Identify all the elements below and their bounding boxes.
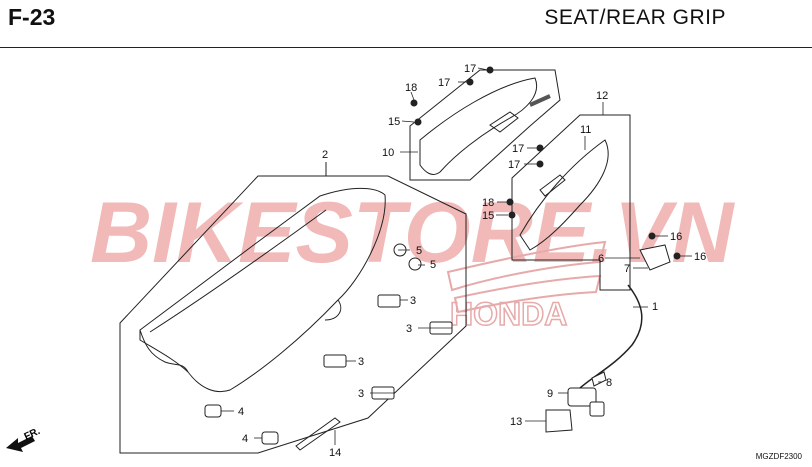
callout-3: 3 — [358, 388, 364, 400]
seat-latch — [639, 232, 681, 271]
callout-6: 6 — [598, 253, 604, 265]
callout-17: 17 — [508, 159, 520, 171]
callout-4: 4 — [242, 433, 248, 445]
callout-17: 17 — [512, 143, 524, 155]
callout-15: 15 — [388, 116, 400, 128]
callout-11: 11 — [580, 124, 591, 136]
seat — [139, 187, 386, 393]
callout-17: 17 — [464, 63, 476, 75]
callout-5: 5 — [430, 259, 436, 271]
callout-17: 17 — [438, 77, 450, 89]
front-label: FR. — [23, 426, 42, 443]
callout-2: 2 — [322, 149, 328, 161]
callouts: 1 2 3 3 3 3 4 4 5 5 6 7 8 9 10 11 12 13 … — [238, 63, 706, 459]
callout-18: 18 — [405, 82, 417, 94]
callout-3: 3 — [358, 356, 364, 368]
seat-cable — [579, 284, 643, 389]
seat-fasteners — [204, 243, 453, 445]
rear-grip-frame — [409, 69, 561, 181]
header-divider — [0, 47, 812, 48]
callout-3: 3 — [406, 323, 412, 335]
callout-13: 13 — [510, 416, 522, 428]
callout-1: 1 — [652, 301, 658, 313]
page-code: F-23 — [8, 4, 56, 30]
callout-5: 5 — [416, 245, 422, 257]
front-direction-indicator: FR. — [6, 426, 42, 452]
seat-strip — [295, 417, 341, 451]
front-arrow-icon — [6, 436, 35, 452]
callout-15: 15 — [482, 210, 494, 222]
seat-frame — [119, 162, 467, 454]
callout-16: 16 — [694, 251, 706, 263]
callout-10: 10 — [382, 147, 394, 159]
leader-lines — [221, 67, 692, 445]
watermark: BIKESTORE.VN HONDA — [90, 185, 735, 333]
page-title: SEAT/REAR GRIP — [544, 6, 726, 29]
callout-8: 8 — [606, 377, 612, 389]
callout-4: 4 — [238, 406, 244, 418]
bolts — [410, 66, 544, 219]
callout-3: 3 — [410, 295, 416, 307]
key-cylinder — [545, 371, 607, 433]
callout-14: 14 — [329, 447, 341, 459]
callout-18: 18 — [482, 197, 494, 209]
callout-9: 9 — [547, 388, 553, 400]
rear-cover-frame — [511, 114, 631, 291]
callout-12: 12 — [596, 90, 608, 102]
honda-brand-text: HONDA — [450, 296, 567, 332]
figure-code: MGZDF2300 — [755, 452, 802, 461]
callout-16: 16 — [670, 231, 682, 243]
callout-7: 7 — [624, 263, 630, 275]
